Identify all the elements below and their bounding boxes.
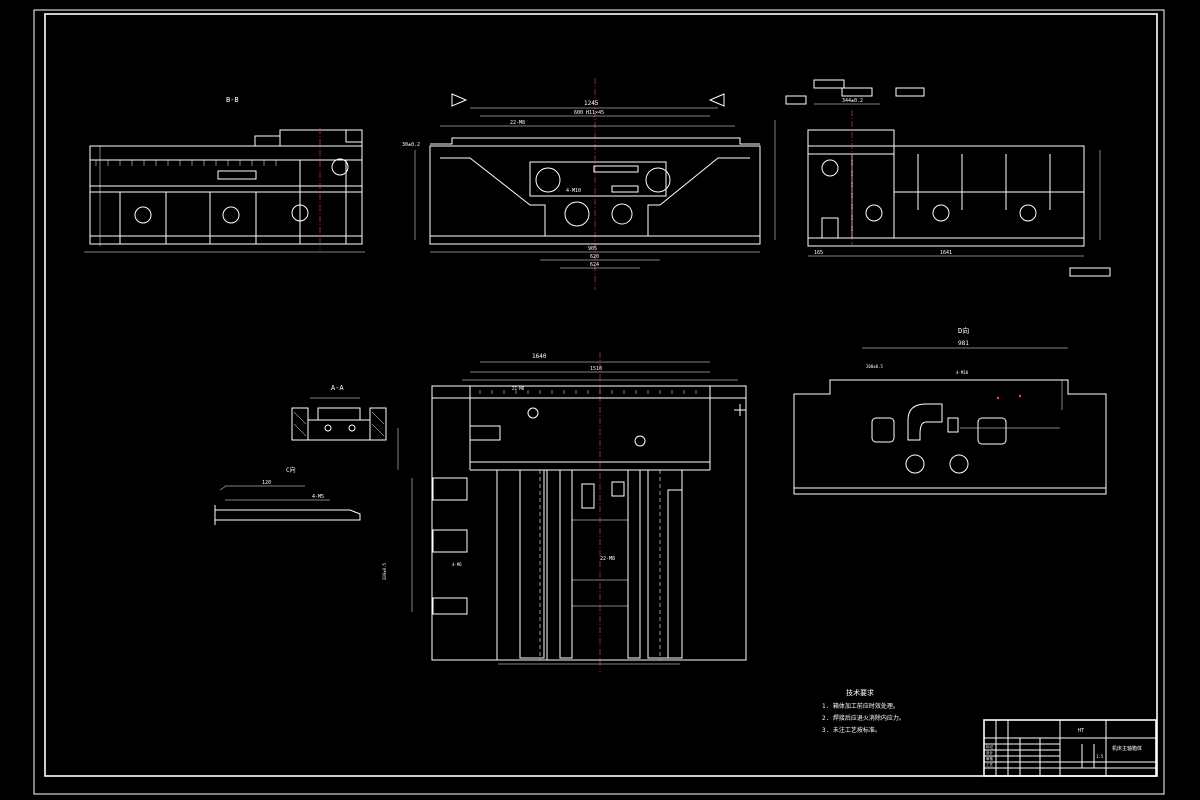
view-aa-title: A-A — [331, 384, 344, 392]
notes-item-3: 3. 未注工艺按标准。 — [822, 726, 881, 734]
dim-front-hole-label: 4-M10 — [566, 188, 581, 194]
view-aa-section: A-A — [291, 384, 387, 441]
sheet-outer-border — [33, 9, 1165, 795]
view-bb-title: B-B — [226, 96, 239, 104]
notes-heading: 技术要求 — [846, 688, 874, 697]
dim-front-sub: 600 H11×45 — [574, 110, 604, 116]
dim-front-base2: 620 — [590, 254, 599, 260]
view-d-title: D向 — [958, 326, 969, 335]
dim-plan-holes: 22-M8 — [512, 386, 525, 391]
dim-front-holes: 22-M8 — [510, 120, 525, 126]
title-row-3: 审核 — [986, 756, 994, 761]
dim-front-base: 905 — [588, 246, 597, 252]
dim-front-base3: 624 — [590, 262, 599, 268]
notes-item-2: 2. 焊接后应退火消除内应力。 — [822, 714, 905, 722]
dim-plan-side: 200±0.5 — [382, 563, 387, 580]
title-material: HT — [1078, 728, 1084, 734]
dim-right-bottom: 1641 — [940, 250, 952, 256]
dim-plan-top: 1640 — [532, 353, 547, 360]
sheet-inner-border — [44, 13, 1158, 777]
view-front: 1245 600 H11×45 22-M8 905 620 624 30±0.2… — [402, 78, 776, 290]
dim-c: 120 — [262, 480, 271, 486]
technical-notes: 技术要求 1. 箱体加工前应时效处理。 2. 焊接后应退火消除内应力。 3. 未… — [822, 688, 905, 734]
dim-front-top: 1245 — [584, 100, 599, 107]
dim-plan-hole2: 4-M6 — [452, 562, 462, 567]
title-row-2: 设计 — [986, 750, 994, 755]
view-c-title: C向 — [286, 466, 296, 474]
dim-right-bottom2: 165 — [814, 250, 823, 256]
dim-d-holes: 4-M10 — [956, 370, 969, 375]
dim-d-top: 981 — [958, 340, 969, 347]
dim-plan-sub: 1510 — [590, 366, 602, 372]
title-scale: 1:5 — [1096, 754, 1104, 759]
title-part-name: 机床主轴箱体 — [1112, 745, 1142, 752]
dim-right-1: 344±0.2 — [842, 98, 863, 104]
view-bb-section: B-B — [84, 96, 365, 253]
title-block: HT 机床主轴箱体 1:5 标记 设计 审核 工艺 — [983, 719, 1157, 777]
dim-c-holes: 4-M5 — [312, 494, 324, 500]
dim-front-left: 30±0.2 — [402, 142, 420, 148]
dim-d-sub: 200±0.5 — [866, 364, 883, 369]
view-plan: 1640 1510 22-M8 22-M8 20 — [382, 352, 747, 672]
view-c: C向 120 4-M5 — [214, 466, 361, 525]
view-right: 1641 165 344±0.2 — [785, 79, 1111, 277]
notes-item-1: 1. 箱体加工前应时效处理。 — [822, 702, 899, 710]
title-row-1: 标记 — [986, 744, 994, 749]
view-d: D向 981 200±0.5 4-M10 — [793, 326, 1107, 495]
title-row-4: 工艺 — [986, 762, 994, 767]
dim-plan-mid: 22-M8 — [600, 556, 615, 562]
